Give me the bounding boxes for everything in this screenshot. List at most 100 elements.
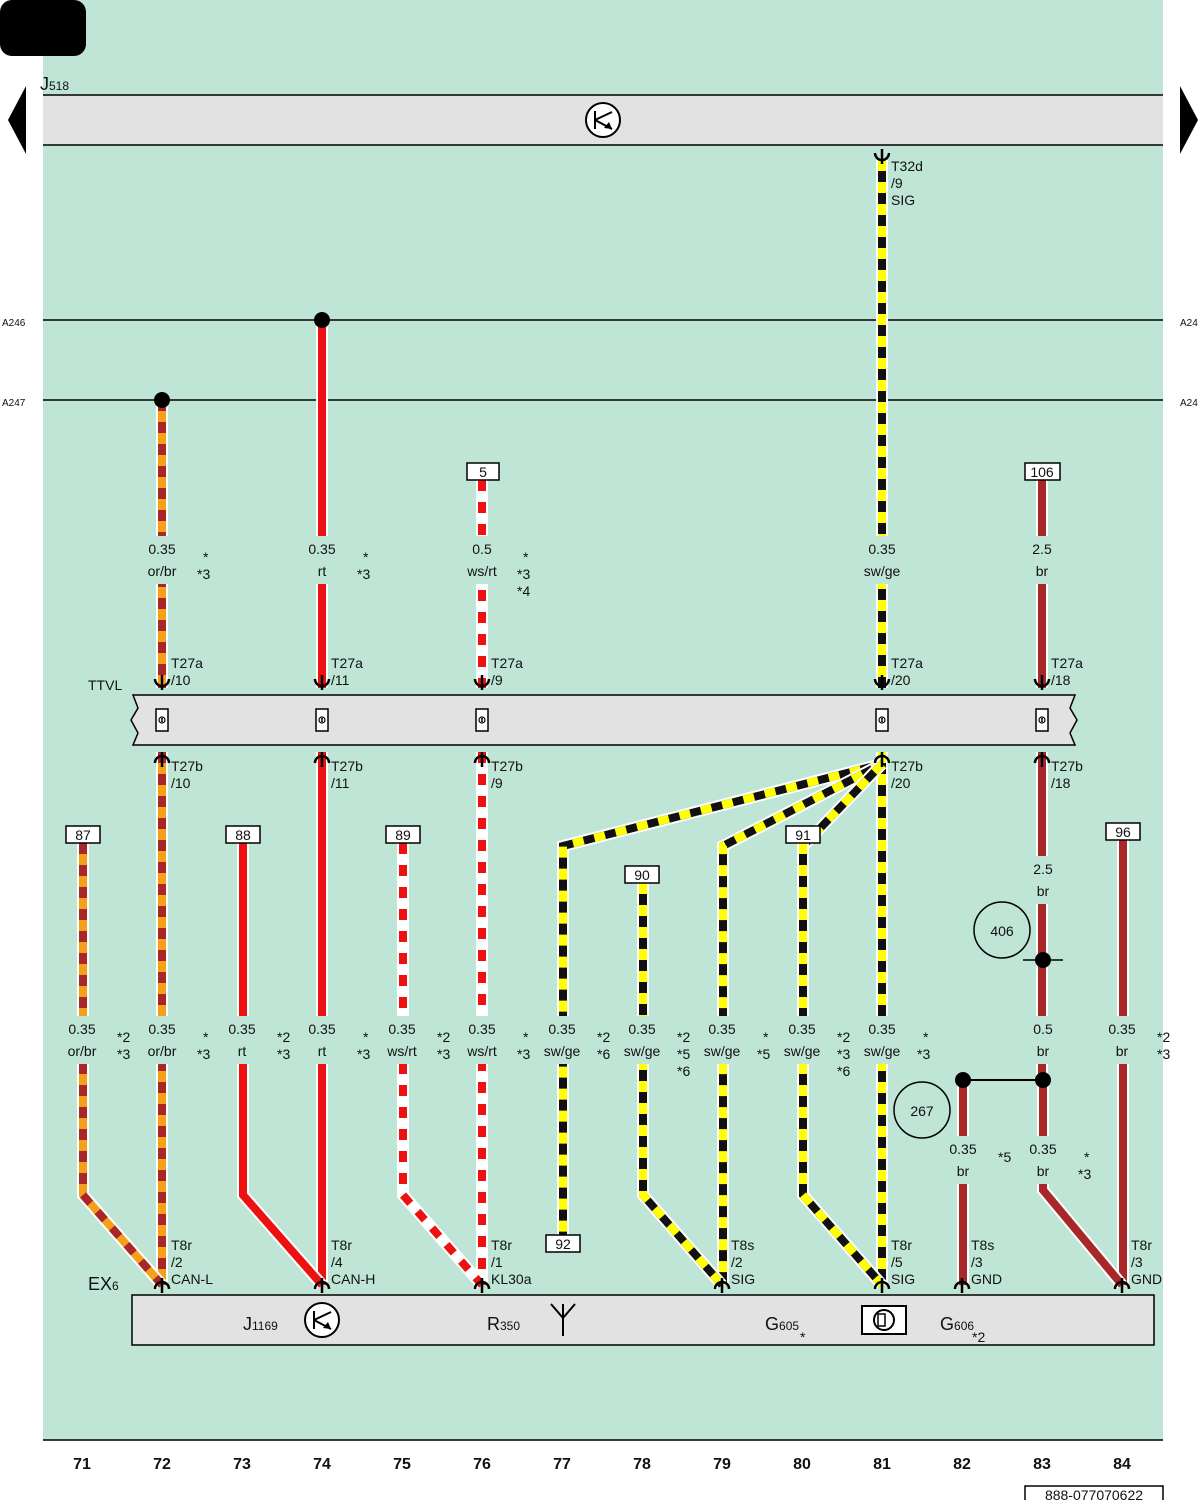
control-unit-icon — [304, 1302, 340, 1338]
pin-label-line: SIG — [891, 192, 915, 208]
wire-branch-79 — [717, 758, 885, 1285]
column-number: 76 — [473, 1456, 491, 1473]
pin-label: T27b/11 — [331, 758, 363, 791]
circle-ref-406[interactable]: 406 — [973, 901, 1031, 959]
circle-ref-267[interactable]: 267 — [893, 1081, 951, 1139]
pin-label-line: /10 — [171, 775, 191, 791]
bus-a247-label: A247 — [2, 398, 26, 409]
wire-note: *2 — [117, 1029, 130, 1045]
wire-color: or/br — [68, 1043, 97, 1059]
wire-label-gap — [376, 1016, 428, 1064]
pin-label-line: T8r — [491, 1237, 512, 1253]
wire-color: sw/ge — [704, 1043, 741, 1059]
pin-label-line: T27a — [171, 655, 203, 671]
wire-note: *5 — [998, 1149, 1011, 1165]
pin-label-line: /2 — [731, 1254, 743, 1270]
svg-text:5: 5 — [479, 464, 487, 480]
wire-note: *3 — [1078, 1166, 1091, 1182]
connector-pin-icon — [313, 675, 331, 690]
ref-box[interactable]: 92 — [545, 1234, 581, 1253]
prev-page-arrow-icon[interactable] — [8, 86, 26, 154]
pin-label-line: /4 — [331, 1254, 343, 1270]
wire-note: * — [923, 1029, 929, 1045]
ref-box[interactable]: 90 — [624, 865, 660, 884]
module-ex6 — [131, 1294, 1155, 1346]
ref-box[interactable]: 91 — [785, 825, 821, 844]
pin-label-line: T8r — [331, 1237, 352, 1253]
wire-size: 0.35 — [708, 1021, 735, 1037]
wire-color: rt — [318, 1043, 327, 1059]
wire-color: br — [1037, 883, 1050, 899]
next-page-arrow-icon[interactable] — [1180, 86, 1198, 154]
wire-note: *5 — [757, 1046, 770, 1062]
ref-box[interactable]: 96 — [1105, 822, 1141, 841]
wire-size: 0.35 — [148, 1021, 175, 1037]
column-number: 78 — [633, 1456, 651, 1473]
wire-note: *3 — [517, 1046, 530, 1062]
wire-note: * — [1084, 1149, 1090, 1165]
wire-label: 2.5br — [1017, 856, 1069, 904]
pin-label-line: T8r — [171, 1237, 192, 1253]
doc-number-box — [1024, 1485, 1164, 1500]
pin-label-line: GND — [1131, 1271, 1162, 1287]
wire-stripe — [79, 843, 166, 1288]
ref-box[interactable]: 88 — [225, 825, 261, 844]
wire-size: 0.35 — [868, 1021, 895, 1037]
wire-note: *3 — [117, 1046, 130, 1062]
column-number: 84 — [1113, 1456, 1131, 1473]
pin-label-line: T8s — [731, 1237, 754, 1253]
wire-size: 0.5 — [1033, 1021, 1053, 1037]
pin-label-line: T27a — [331, 655, 363, 671]
pin-label-line: /20 — [891, 775, 911, 791]
ttvl-label: TTVL — [88, 677, 122, 693]
wire-label-gap — [1017, 1136, 1069, 1184]
pin-label: T27a/10 — [171, 655, 203, 688]
ref-box[interactable]: 5 — [466, 462, 500, 481]
part-g606-label: G606 — [940, 1314, 974, 1334]
wire-label-gap — [1096, 1016, 1148, 1064]
pin-label-line: T27b — [491, 758, 523, 774]
wire-label-gap — [1017, 1016, 1069, 1064]
ref-box[interactable]: 87 — [65, 825, 101, 844]
wire-label-gap — [856, 1016, 908, 1064]
pin-label-line: T27a — [1051, 655, 1083, 671]
ttvl-fuse-icon — [475, 708, 489, 732]
wire-size: 0.35 — [868, 541, 895, 557]
pin-label-line: SIG — [891, 1271, 915, 1287]
svg-text:91: 91 — [795, 827, 811, 843]
wire-size: 0.35 — [148, 541, 175, 557]
bus-a247-label-right: A24 — [1180, 398, 1198, 409]
pin-label-line: T8r — [891, 1237, 912, 1253]
wire-note: *3 — [517, 566, 530, 582]
wire-note: *4 — [517, 583, 530, 599]
module-j518-label: J518 — [40, 74, 69, 94]
wire-label-gap — [296, 1016, 348, 1064]
pin-label-line: GND — [971, 1271, 1002, 1287]
wire-color: sw/ge — [544, 1043, 581, 1059]
wire-label-gap — [937, 1136, 989, 1184]
wire-label-gap — [776, 1016, 828, 1064]
svg-text:88: 88 — [235, 827, 251, 843]
ref-box[interactable]: 106 — [1024, 462, 1061, 481]
wire-color: ws/rt — [466, 563, 497, 579]
wire-label-gap — [216, 1016, 268, 1064]
column-number: 82 — [953, 1456, 971, 1473]
svg-text:87: 87 — [75, 827, 91, 843]
pin-label: T27b/9 — [491, 758, 523, 791]
bus-a246-label: A246 — [2, 318, 26, 329]
ref-box[interactable]: 89 — [385, 825, 421, 844]
wire-label-gap — [56, 1016, 108, 1064]
pin-label-line: T32d — [891, 158, 923, 174]
wire-size: 0.35 — [1029, 1141, 1056, 1157]
wire-note: * — [523, 549, 529, 565]
wire-size: 0.5 — [472, 541, 492, 557]
wire-lower-75 — [397, 843, 487, 1289]
connector-pin-icon — [873, 149, 891, 164]
wire-note: *3 — [357, 1046, 370, 1062]
wire-note: *6 — [597, 1046, 610, 1062]
